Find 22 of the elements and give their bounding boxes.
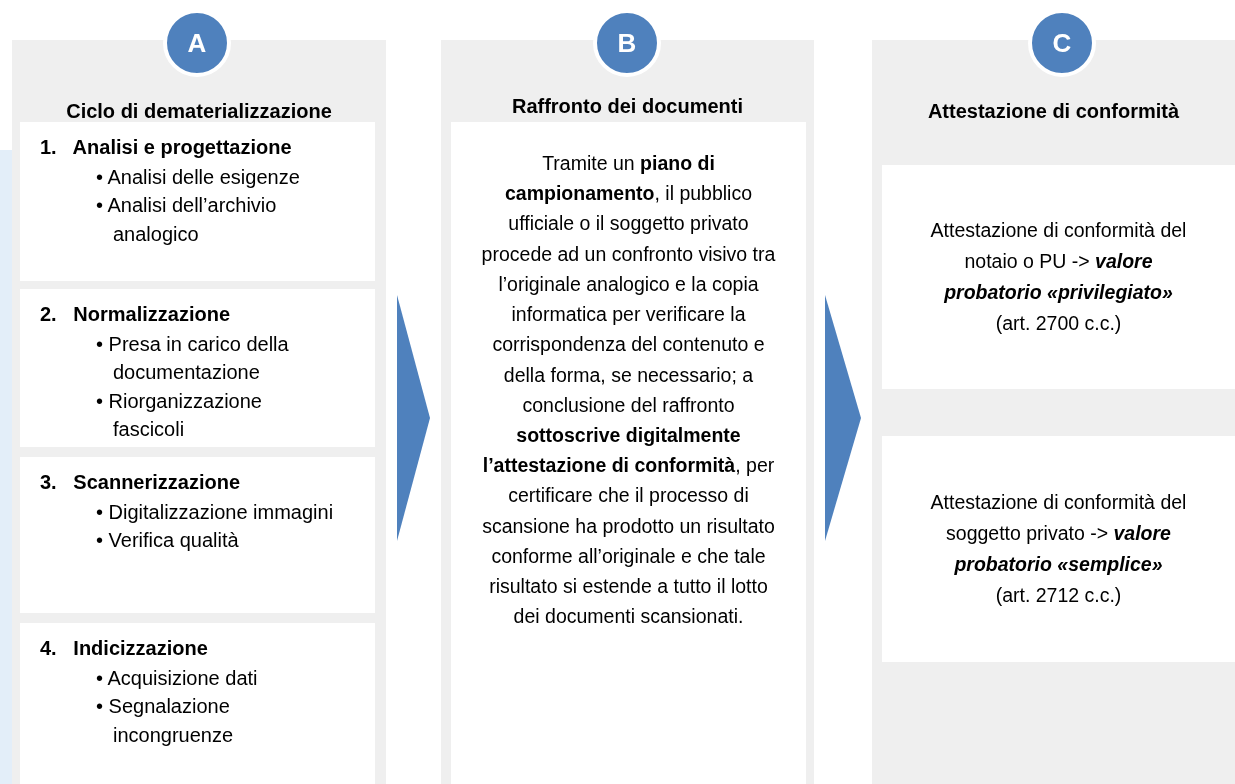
bullet-item: • Analisi dell’archivio analogico bbox=[96, 193, 278, 247]
chevron-arrow bbox=[397, 295, 430, 541]
step-heading: 1. Analisi e progettazione bbox=[40, 136, 293, 159]
attestation-text: (art. 2700 c.c.) bbox=[994, 311, 1123, 337]
bullet-item: • Riorganizzazione fascicoli bbox=[96, 388, 263, 443]
bullet-item: • Verifica qualità bbox=[96, 528, 240, 554]
bullet-item: • Segnalazione incongruenze bbox=[96, 694, 235, 748]
step-heading: 4. Indicizzazione bbox=[40, 637, 209, 660]
description-text: Tramite un piano di campionamento, il pubblico ufficiale o il soggetto privato procede ad un confronto visivo tra l’originale analogico e la copia informatica per verificare la corrispondenza del contenuto e della forma, se necessario; a conclusione del raffronto sottoscrive digitalmente l’attestazione di conformità, per certificare che il processo di scansione ha prodotto un risultato conforme all’originale e che tale risultato si estende a tutto il lotto dei documenti scansionati. bbox=[480, 151, 777, 630]
column-heading: Attestazione di conformità bbox=[926, 100, 1181, 123]
bullet-item: • Acquisizione dati bbox=[96, 666, 259, 691]
bullet-item: • Digitalizzazione immagini bbox=[96, 500, 335, 525]
bullet-item: • Analisi delle esigenze bbox=[96, 165, 301, 190]
column-heading: Raffronto dei documenti bbox=[510, 95, 745, 118]
attestation-text: Attestazione di conformità del notaio o PU -> valore probatorio «privilegiato» bbox=[929, 217, 1188, 305]
attestation-text: Attestazione di conformità del soggetto privato -> valore probatorio «semplice» bbox=[929, 489, 1188, 577]
chevron-arrow bbox=[825, 295, 861, 541]
step-heading: 2. Normalizzazione bbox=[40, 303, 232, 326]
bullet-item: • Presa in carico della documentazione bbox=[96, 332, 290, 386]
attestation-text: (art. 2712 c.c.) bbox=[994, 583, 1123, 609]
step-heading: 3. Scannerizzazione bbox=[40, 471, 242, 494]
column-heading: Ciclo di dematerializzazione bbox=[65, 100, 333, 123]
